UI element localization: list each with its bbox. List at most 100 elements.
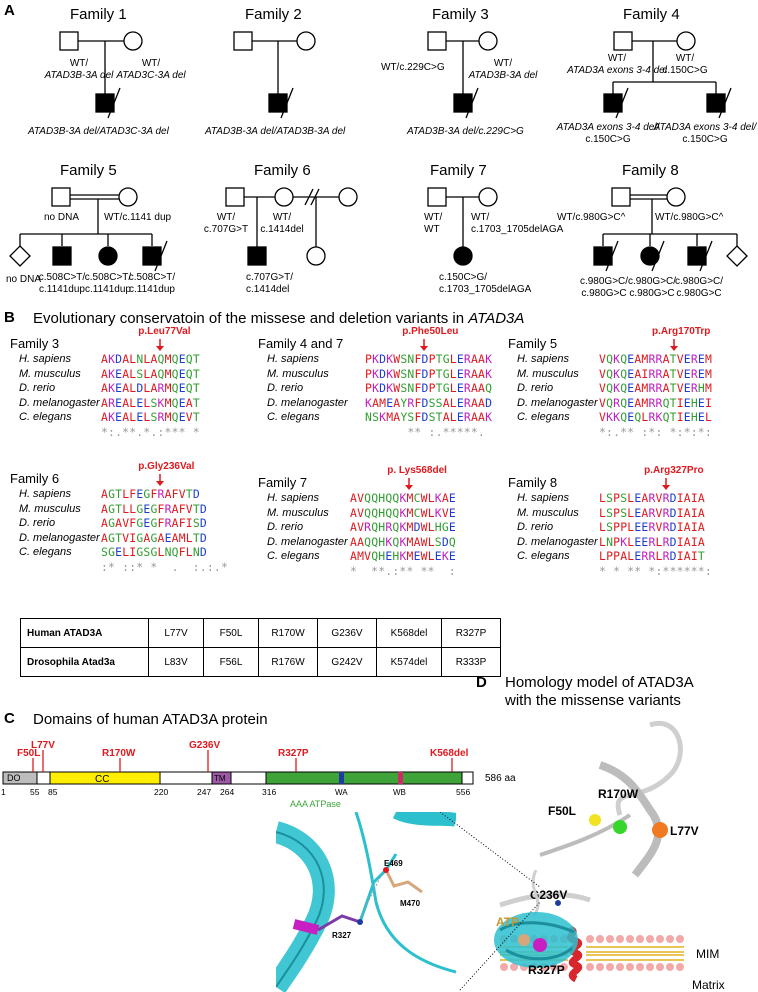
sequence-row: VQKQEAIRRATVEREM [599, 366, 712, 381]
tick-label: 316 [262, 787, 276, 797]
mutation-arrow [662, 477, 671, 495]
zoom-connector-lines [440, 812, 541, 991]
pedigree-drawings [9, 31, 748, 272]
family-3-mother-genotype: WT/ATAD3B-3A del [468, 58, 538, 81]
r327p-sphere [533, 938, 547, 952]
mutation-arrow [405, 477, 414, 495]
conservation-row: ** :.*****. [365, 424, 493, 439]
mutation-label: G236V [189, 740, 220, 751]
family-2-pedigree [233, 31, 316, 119]
sequence-row: LSPSLEARVRDIAIA [599, 491, 705, 505]
sequence-row: VQKQEAMRRATVERHM [599, 381, 712, 395]
species-label: D. melanogaster [517, 396, 598, 409]
table-cell: F50L [203, 618, 259, 648]
family-6-mother-genotype: WT/c.1414del [260, 212, 304, 235]
f50l-sphere [589, 814, 601, 826]
family-1-title: Family 1 [70, 6, 127, 23]
sequence-row: LSPPLEERVRDIAIA [599, 520, 705, 534]
sequence-row: KAMEAYRFDSSALERAAD [365, 395, 493, 410]
species-label: D. melanogaster [267, 396, 348, 409]
cc-label: CC [95, 774, 109, 785]
sequence-row: AVRQHRQKMDWLHGE [350, 520, 456, 534]
table-cell: G236V [317, 618, 377, 648]
family-8-child1-genotype: c.980G>C/c.980G>C [579, 276, 629, 299]
sequence-row: LPPALERRLRDIAIT [599, 549, 705, 563]
atp-label: ATP [496, 915, 519, 929]
alignment-family-title: Family 3 [10, 336, 60, 351]
table-cell: G242V [317, 647, 377, 677]
species-label: H. sapiens [19, 488, 71, 500]
panel-label-b: B [4, 309, 15, 326]
family-4-child1-genotype: ATAD3A exons 3-4 del/c.150C>G [556, 122, 660, 145]
do-label: DO [7, 773, 21, 783]
sequence-row: VQKQEAMRRATVEREM [599, 352, 712, 366]
conservation-row: * * ** *:******: [599, 563, 712, 578]
species-label: H. sapiens [19, 353, 71, 365]
species-label: D. rerio [19, 382, 56, 394]
sequence-row: AGTVIGAGAEAMLTD [101, 530, 207, 545]
sequence-row: AGAVFGEGFRAFISD [101, 516, 207, 530]
mutation-arrow [156, 338, 165, 356]
table-cell: L77V [148, 618, 204, 648]
panel-label-d: D [476, 674, 487, 691]
domain-diagram: DO CC TM WA WB AAA ATPase 586 aa 1 55 85… [1, 740, 516, 809]
family-7-title: Family 7 [430, 162, 487, 179]
tick-label: 220 [154, 787, 168, 797]
alignment-family-title: Family 7 [258, 475, 308, 490]
family-1-pedigree [59, 31, 143, 119]
conservation-row: * **.:** ** : [350, 563, 456, 578]
alignment-family-title: Family 5 [508, 336, 558, 351]
family-2-title: Family 2 [245, 6, 302, 23]
table-cell: L83V [148, 647, 204, 677]
family-8-pedigree [593, 187, 748, 272]
family-4-child2-genotype: ATAD3A exons 3-4 del/c.150C>G [653, 122, 757, 145]
family-2-proband-genotype: ATAD3B-3A del/ATAD3B-3A del [205, 126, 346, 137]
alignment-mutation-label: p. Lys568del [387, 465, 447, 476]
species-label: C. elegans [19, 411, 72, 423]
alignment-mutation-label: p.Leu77Val [138, 326, 191, 337]
aaa-domain [265, 771, 463, 785]
species-label: C. elegans [517, 411, 570, 423]
table-row-label: Human ATAD3A [20, 618, 149, 648]
family-1-proband-genotype: ATAD3B-3A del/ATAD3C-3A del [28, 126, 169, 137]
sequence-row: SGELIGSGLNQFLND [101, 545, 207, 559]
species-label: M. musculus [517, 367, 579, 380]
do-domain [2, 771, 38, 785]
table-cell: R176W [258, 647, 318, 677]
family-3-proband-genotype: ATAD3B-3A del/c.229C>G [407, 126, 524, 137]
tm-label: TM [214, 774, 226, 783]
species-label: D. rerio [267, 382, 304, 394]
sequence-row: PKDKWSNFDPTGLERAAQ [365, 381, 493, 395]
r327p-label: R327P [528, 963, 565, 977]
sequence-row: AGTLFEGFRAFVTD [101, 487, 200, 501]
length-label: 586 aa [485, 773, 516, 784]
position-ticks: 1 55 85 220 247 264 316 556 [1, 787, 470, 797]
sequence-row: AREALELSKMQEAT [101, 395, 200, 410]
family-7-proband-genotype: c.150C>G/c.1703_1705delAGA [439, 272, 532, 295]
species-label: C. elegans [267, 550, 320, 562]
tick-label: 247 [197, 787, 211, 797]
species-label: D. rerio [19, 517, 56, 529]
table-row: Human ATAD3A L77V F50L R170W G236V K568d… [20, 618, 501, 648]
family-5-title: Family 5 [60, 162, 117, 179]
panel-label-c: C [4, 710, 15, 727]
family-5-sib-genotype: no DNA [6, 274, 42, 285]
species-label: H. sapiens [517, 492, 569, 504]
species-label: D. rerio [517, 521, 554, 533]
sequence-row: AGTLLGEGFRAFVTD [101, 501, 207, 516]
sequence-row: AKEALDLARMQEQT [101, 381, 200, 395]
family-6-pedigree [225, 187, 358, 266]
species-label: C. elegans [19, 546, 72, 558]
residue-label: E469 [384, 859, 403, 868]
conservation-title: Evolutionary conservatoin of the missese… [33, 310, 525, 327]
wb-label: WB [393, 788, 406, 797]
sequence-row: AAQQHKQKMAWLSDQ [350, 534, 456, 549]
family-7-pedigree [427, 187, 498, 266]
tm-domain [211, 771, 232, 785]
species-label: D. melanogaster [19, 396, 100, 409]
sequence-row: AVQQHQQKMCWLKVE [350, 505, 456, 520]
family-8-child2-genotype: c.980G>C/c.980G>C [627, 276, 677, 299]
table-cell: K574del [376, 647, 442, 677]
ortholog-table: Human ATAD3A L77V F50L R170W G236V K568d… [20, 618, 501, 677]
species-label: M. musculus [19, 367, 81, 380]
